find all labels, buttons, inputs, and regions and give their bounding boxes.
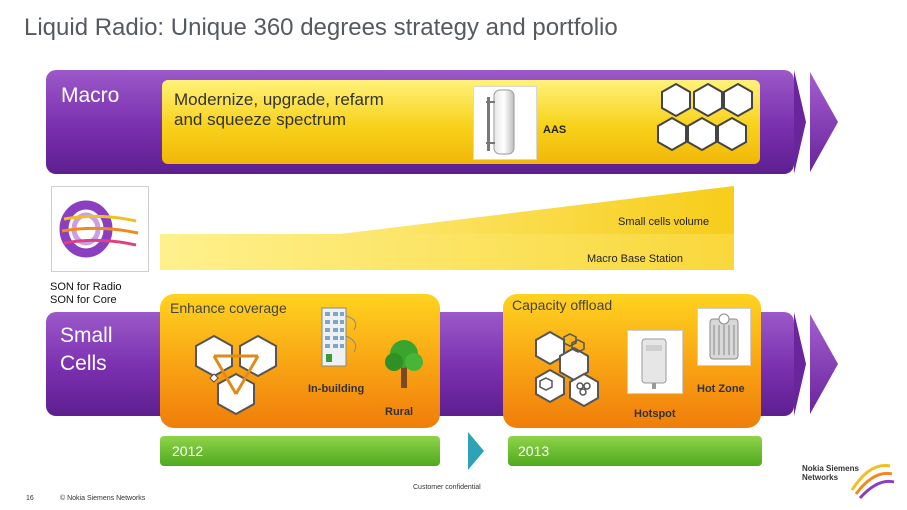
tree-icon bbox=[382, 336, 426, 390]
macro-chevron-icon bbox=[808, 72, 840, 172]
small-cells-volume-label: Small cells volume bbox=[618, 216, 710, 228]
macro-label: Macro bbox=[61, 84, 120, 107]
small-cells-band-arrow bbox=[794, 312, 806, 416]
small-cells-label-line2: Cells bbox=[60, 352, 107, 375]
enhance-coverage-label: Enhance coverage bbox=[170, 300, 287, 316]
logo-text-line2: Networks bbox=[802, 473, 839, 482]
small-cells-label-line1: Small bbox=[60, 324, 113, 347]
logo-text-line1: Nokia Siemens bbox=[802, 464, 859, 473]
capacity-offload-label: Capacity offload bbox=[512, 297, 613, 313]
aas-antenna-icon bbox=[473, 86, 537, 160]
small-cells-volume-wedge bbox=[160, 186, 738, 272]
son-radio-label: SON for Radio bbox=[50, 281, 122, 293]
small-cells-chevron-icon bbox=[808, 314, 840, 414]
macro-hexagon-cluster-icon bbox=[650, 82, 754, 164]
hotspot-device-icon bbox=[627, 330, 683, 394]
macro-base-station-label: Macro Base Station bbox=[587, 253, 683, 265]
rural-label: Rural bbox=[385, 406, 414, 418]
macro-text-line1: Modernize, upgrade, refarm bbox=[174, 90, 384, 109]
building-icon bbox=[314, 306, 364, 368]
son-logo-icon bbox=[51, 186, 149, 272]
year-2012-bar bbox=[160, 436, 440, 466]
year-2013-bar bbox=[508, 436, 762, 466]
son-core-label: SON for Core bbox=[50, 294, 117, 306]
aas-label: AAS bbox=[543, 124, 567, 136]
timeline-arrow-icon bbox=[466, 432, 486, 470]
macro-text-line2: and squeeze spectrum bbox=[174, 110, 346, 129]
macro-card bbox=[162, 80, 760, 164]
hot-zone-device-icon bbox=[697, 308, 751, 366]
confidential-text: Customer confidential bbox=[413, 484, 481, 491]
year-2013-label: 2013 bbox=[518, 443, 550, 459]
nokia-siemens-logo-icon bbox=[800, 460, 896, 504]
in-building-label: In-building bbox=[308, 383, 365, 395]
page-title: Liquid Radio: Unique 360 degrees strateg… bbox=[24, 14, 618, 41]
year-2012-label: 2012 bbox=[172, 443, 204, 459]
copyright-text: © Nokia Siemens Networks bbox=[60, 495, 146, 502]
page-number: 16 bbox=[26, 495, 34, 502]
hotspot-label: Hotspot bbox=[634, 408, 676, 420]
coverage-hexagon-cluster-icon bbox=[192, 334, 292, 416]
hot-zone-label: Hot Zone bbox=[697, 383, 745, 395]
capacity-hexagon-cluster-icon bbox=[526, 330, 622, 410]
macro-band-arrow bbox=[794, 70, 806, 174]
